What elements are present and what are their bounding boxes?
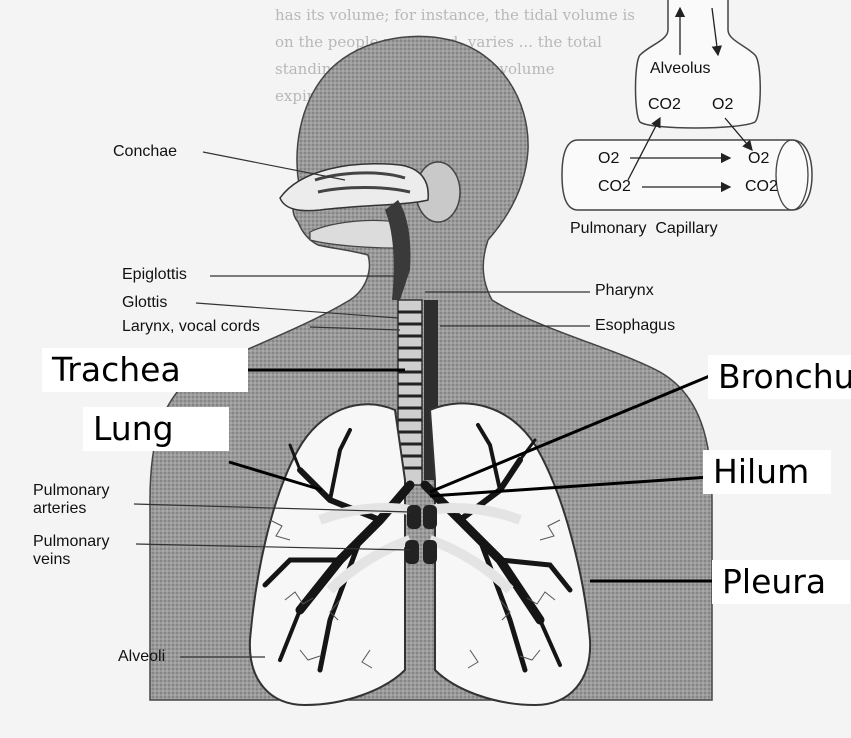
inset-label-co2-out: CO2 (745, 178, 778, 196)
label-pulmonary-veins-line2: veins (33, 551, 109, 569)
callout-hilum: Hilum (703, 450, 831, 494)
label-pulmonary-arteries: Pulmonary arteries (33, 482, 109, 518)
label-alveoli: Alveoli (118, 648, 165, 666)
label-glottis: Glottis (122, 294, 167, 312)
label-pharynx: Pharynx (595, 282, 654, 300)
inset-label-o2-right: O2 (712, 96, 733, 114)
callout-bronchus: Bronchus (708, 355, 851, 399)
hilum-node (405, 540, 419, 564)
label-pulmonary-arteries-line2: arteries (33, 500, 109, 518)
callout-pleura: Pleura (712, 560, 850, 604)
callout-lung: Lung (83, 407, 229, 451)
label-epiglottis: Epiglottis (122, 266, 187, 284)
inset-label-o2-in: O2 (598, 150, 619, 168)
callout-trachea: Trachea (42, 348, 248, 392)
inset-label-co2-left: CO2 (648, 96, 681, 114)
label-conchae: Conchae (113, 143, 177, 161)
label-larynx: Larynx, vocal cords (122, 318, 260, 336)
label-esophagus: Esophagus (595, 317, 675, 335)
label-pulmonary-arteries-line1: Pulmonary (33, 482, 109, 500)
inset-caption: Pulmonary Capillary (570, 220, 718, 238)
hilum-node (407, 505, 421, 529)
label-pulmonary-veins: Pulmonary veins (33, 533, 109, 569)
inset-label-co2-in: CO2 (598, 178, 631, 196)
hilum-node (423, 540, 437, 564)
inset-label-o2-out: O2 (748, 150, 769, 168)
inset-label-alveolus: Alveolus (650, 60, 710, 78)
hilum-node (423, 505, 437, 529)
label-pulmonary-veins-line1: Pulmonary (33, 533, 109, 551)
